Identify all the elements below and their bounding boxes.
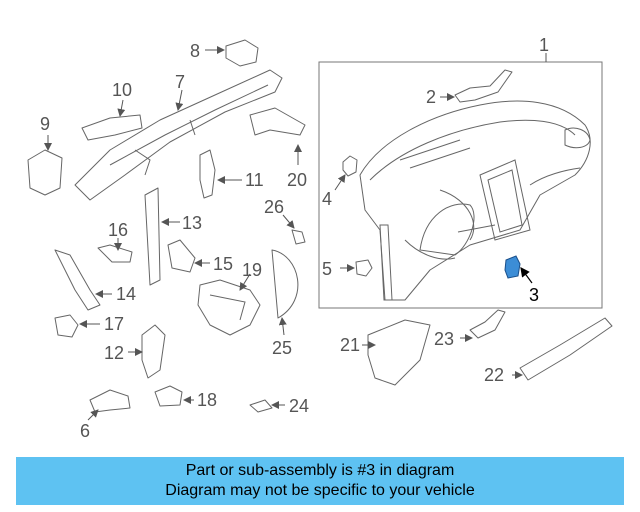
part-4[interactable]	[334, 155, 358, 191]
part-24[interactable]	[249, 399, 285, 413]
part-5[interactable]	[340, 259, 373, 277]
part-17[interactable]	[54, 314, 100, 338]
callout-1: 1	[539, 35, 549, 55]
callout-24: 24	[289, 396, 309, 416]
callout-16: 16	[108, 220, 128, 240]
banner-line-2: Diagram may not be specific to your vehi…	[165, 482, 475, 499]
part-25[interactable]	[271, 249, 299, 336]
callout-19: 19	[242, 260, 262, 280]
part-7-cross-car-beam[interactable]	[74, 69, 283, 201]
callout-20: 20	[287, 170, 307, 190]
callout-4: 4	[322, 189, 332, 209]
callout-26: 26	[264, 197, 284, 217]
instrument-panel-part[interactable]	[359, 100, 591, 301]
callout-25: 25	[272, 338, 292, 358]
callout-13: 13	[182, 213, 202, 233]
callout-23: 23	[434, 329, 454, 349]
callout-8: 8	[190, 41, 200, 61]
part-19[interactable]	[197, 273, 261, 336]
callout-17: 17	[104, 314, 124, 334]
part-20[interactable]	[249, 107, 306, 165]
part-14[interactable]	[54, 249, 112, 311]
callout-3[interactable]: 3	[529, 285, 539, 305]
callout-15: 15	[213, 254, 233, 274]
part-26[interactable]	[282, 214, 306, 245]
callout-22: 22	[484, 365, 504, 385]
part-9[interactable]	[27, 135, 63, 196]
callout-21: 21	[340, 335, 360, 355]
part-23[interactable]	[460, 309, 506, 342]
part-13[interactable]	[144, 187, 180, 286]
part-11[interactable]	[199, 149, 242, 199]
part-3-highlighted[interactable]	[504, 255, 533, 284]
dashboard-assembly-frame	[318, 61, 603, 309]
callout-9: 9	[40, 114, 50, 134]
callout-2: 2	[426, 87, 436, 107]
part-10[interactable]	[81, 99, 143, 141]
part-18[interactable]	[154, 385, 194, 407]
parts-diagram: 1 2 3 4 5 6 7 8 9 10 11 12 13 14 15 16 1…	[27, 35, 613, 441]
part-15[interactable]	[167, 239, 210, 273]
callout-7: 7	[175, 72, 185, 92]
part-21[interactable]	[362, 319, 431, 386]
part-12[interactable]	[128, 324, 166, 379]
part-16[interactable]	[97, 238, 133, 263]
callout-5: 5	[322, 259, 332, 279]
callout-14: 14	[116, 284, 136, 304]
banner-line-1: Part or sub-assembly is #3 in diagram	[185, 462, 455, 479]
callout-18: 18	[197, 390, 217, 410]
callout-11: 11	[245, 170, 264, 190]
part-8[interactable]	[205, 39, 259, 67]
part-2[interactable]	[440, 69, 513, 103]
callout-10: 10	[112, 80, 132, 100]
part-6[interactable]	[87, 389, 131, 421]
fitment-notice-banner: Part or sub-assembly is #3 in diagram Di…	[16, 457, 624, 505]
callout-12: 12	[104, 343, 124, 363]
part-22[interactable]	[512, 317, 613, 381]
callout-6: 6	[80, 421, 90, 441]
